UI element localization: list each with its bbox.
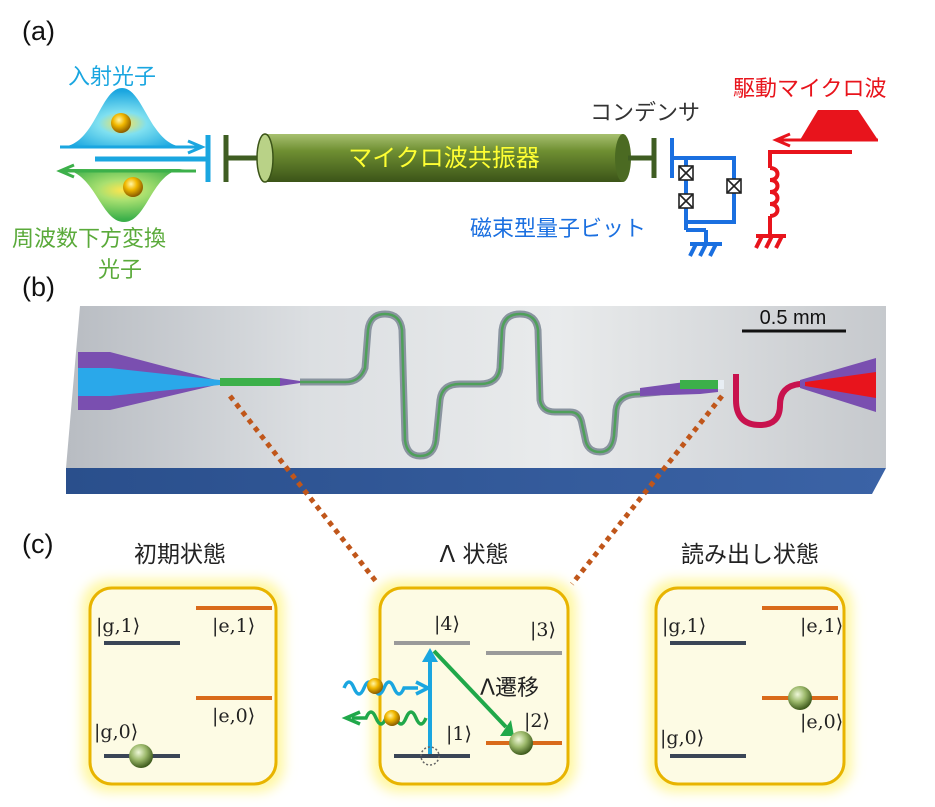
level-label: |g,1⟩ <box>662 615 706 637</box>
drive-inductor <box>754 150 852 249</box>
population-ball <box>788 686 812 710</box>
empty-population <box>420 746 440 766</box>
level-label: |4⟩ <box>434 613 460 635</box>
resonator-label: マイクロ波共振器 <box>348 144 540 172</box>
drive-microwave-label: 駆動マイクロ波 <box>733 77 887 102</box>
drive-line-chip <box>733 374 851 429</box>
converted-arrowhead <box>56 163 75 179</box>
initial-state-box <box>88 586 278 786</box>
incident-photon-label: 入射光子 <box>68 65 156 90</box>
left-port-blue <box>78 368 220 396</box>
converted-photon-ball <box>123 177 143 197</box>
zoom-line-right <box>570 394 724 586</box>
converted-photon-label-line2: 光子 <box>98 258 142 283</box>
level-label: |e,1⟩ <box>212 615 255 637</box>
level-label: |3⟩ <box>530 619 556 641</box>
initial-state-title: 初期状態 <box>134 542 226 568</box>
converted-photon-label-line1: 周波数下方変換 <box>12 227 166 252</box>
readout-state-title: 読み出し状態 <box>681 542 819 568</box>
incident-photon-ball <box>111 113 131 133</box>
population-ball <box>129 744 153 768</box>
incident-arrowhead <box>187 139 206 155</box>
readout-state-box <box>654 586 846 786</box>
lambda-state-title: Λ 状態 <box>439 542 508 568</box>
lambda-transition-label: Λ遷移 <box>480 676 539 701</box>
josephson-junctions <box>678 165 742 209</box>
level-label: |g,0⟩ <box>660 727 704 749</box>
drive-arrowhead <box>772 132 791 148</box>
level-label: |g,0⟩ <box>94 721 138 743</box>
converted-photon-group <box>60 169 185 222</box>
microwave-resonator: マイクロ波共振器 <box>256 133 631 183</box>
panel-label-a: (a) <box>22 16 55 46</box>
initial-state-diagram: |g,1⟩ |e,1⟩ |e,0⟩ |g,0⟩ <box>94 606 272 768</box>
level-label: |e,0⟩ <box>212 705 255 727</box>
panel-label-c: (c) <box>22 529 53 559</box>
level-label: |e,1⟩ <box>800 615 843 637</box>
population-ball <box>509 731 533 755</box>
chip-photo: 0.5 mm <box>66 306 886 494</box>
capacitor-label: コンデンサ <box>590 101 700 126</box>
left-green-line <box>220 378 280 386</box>
level-label: |e,0⟩ <box>800 711 843 733</box>
level-label: |1⟩ <box>446 723 472 745</box>
converted-wavepacket <box>60 169 185 222</box>
panel-label-b: (b) <box>22 272 55 302</box>
level-label: |2⟩ <box>524 710 550 732</box>
lambda-transition-arrow <box>432 649 508 729</box>
level-label: |g,1⟩ <box>96 615 140 637</box>
readout-state-diagram: |g,1⟩ |e,1⟩ |e,0⟩ |g,0⟩ <box>660 606 843 758</box>
drive-pulse <box>800 110 878 140</box>
lambda-state-diagram: |4⟩ |3⟩ |2⟩ |1⟩ Λ遷移 <box>341 613 562 766</box>
flux-qubit-label: 磁束型量子ビット <box>470 217 646 242</box>
scale-bar-label: 0.5 mm <box>760 307 827 329</box>
right-green-line <box>680 380 718 389</box>
incident-photon-group: 入射光子 <box>60 65 185 147</box>
